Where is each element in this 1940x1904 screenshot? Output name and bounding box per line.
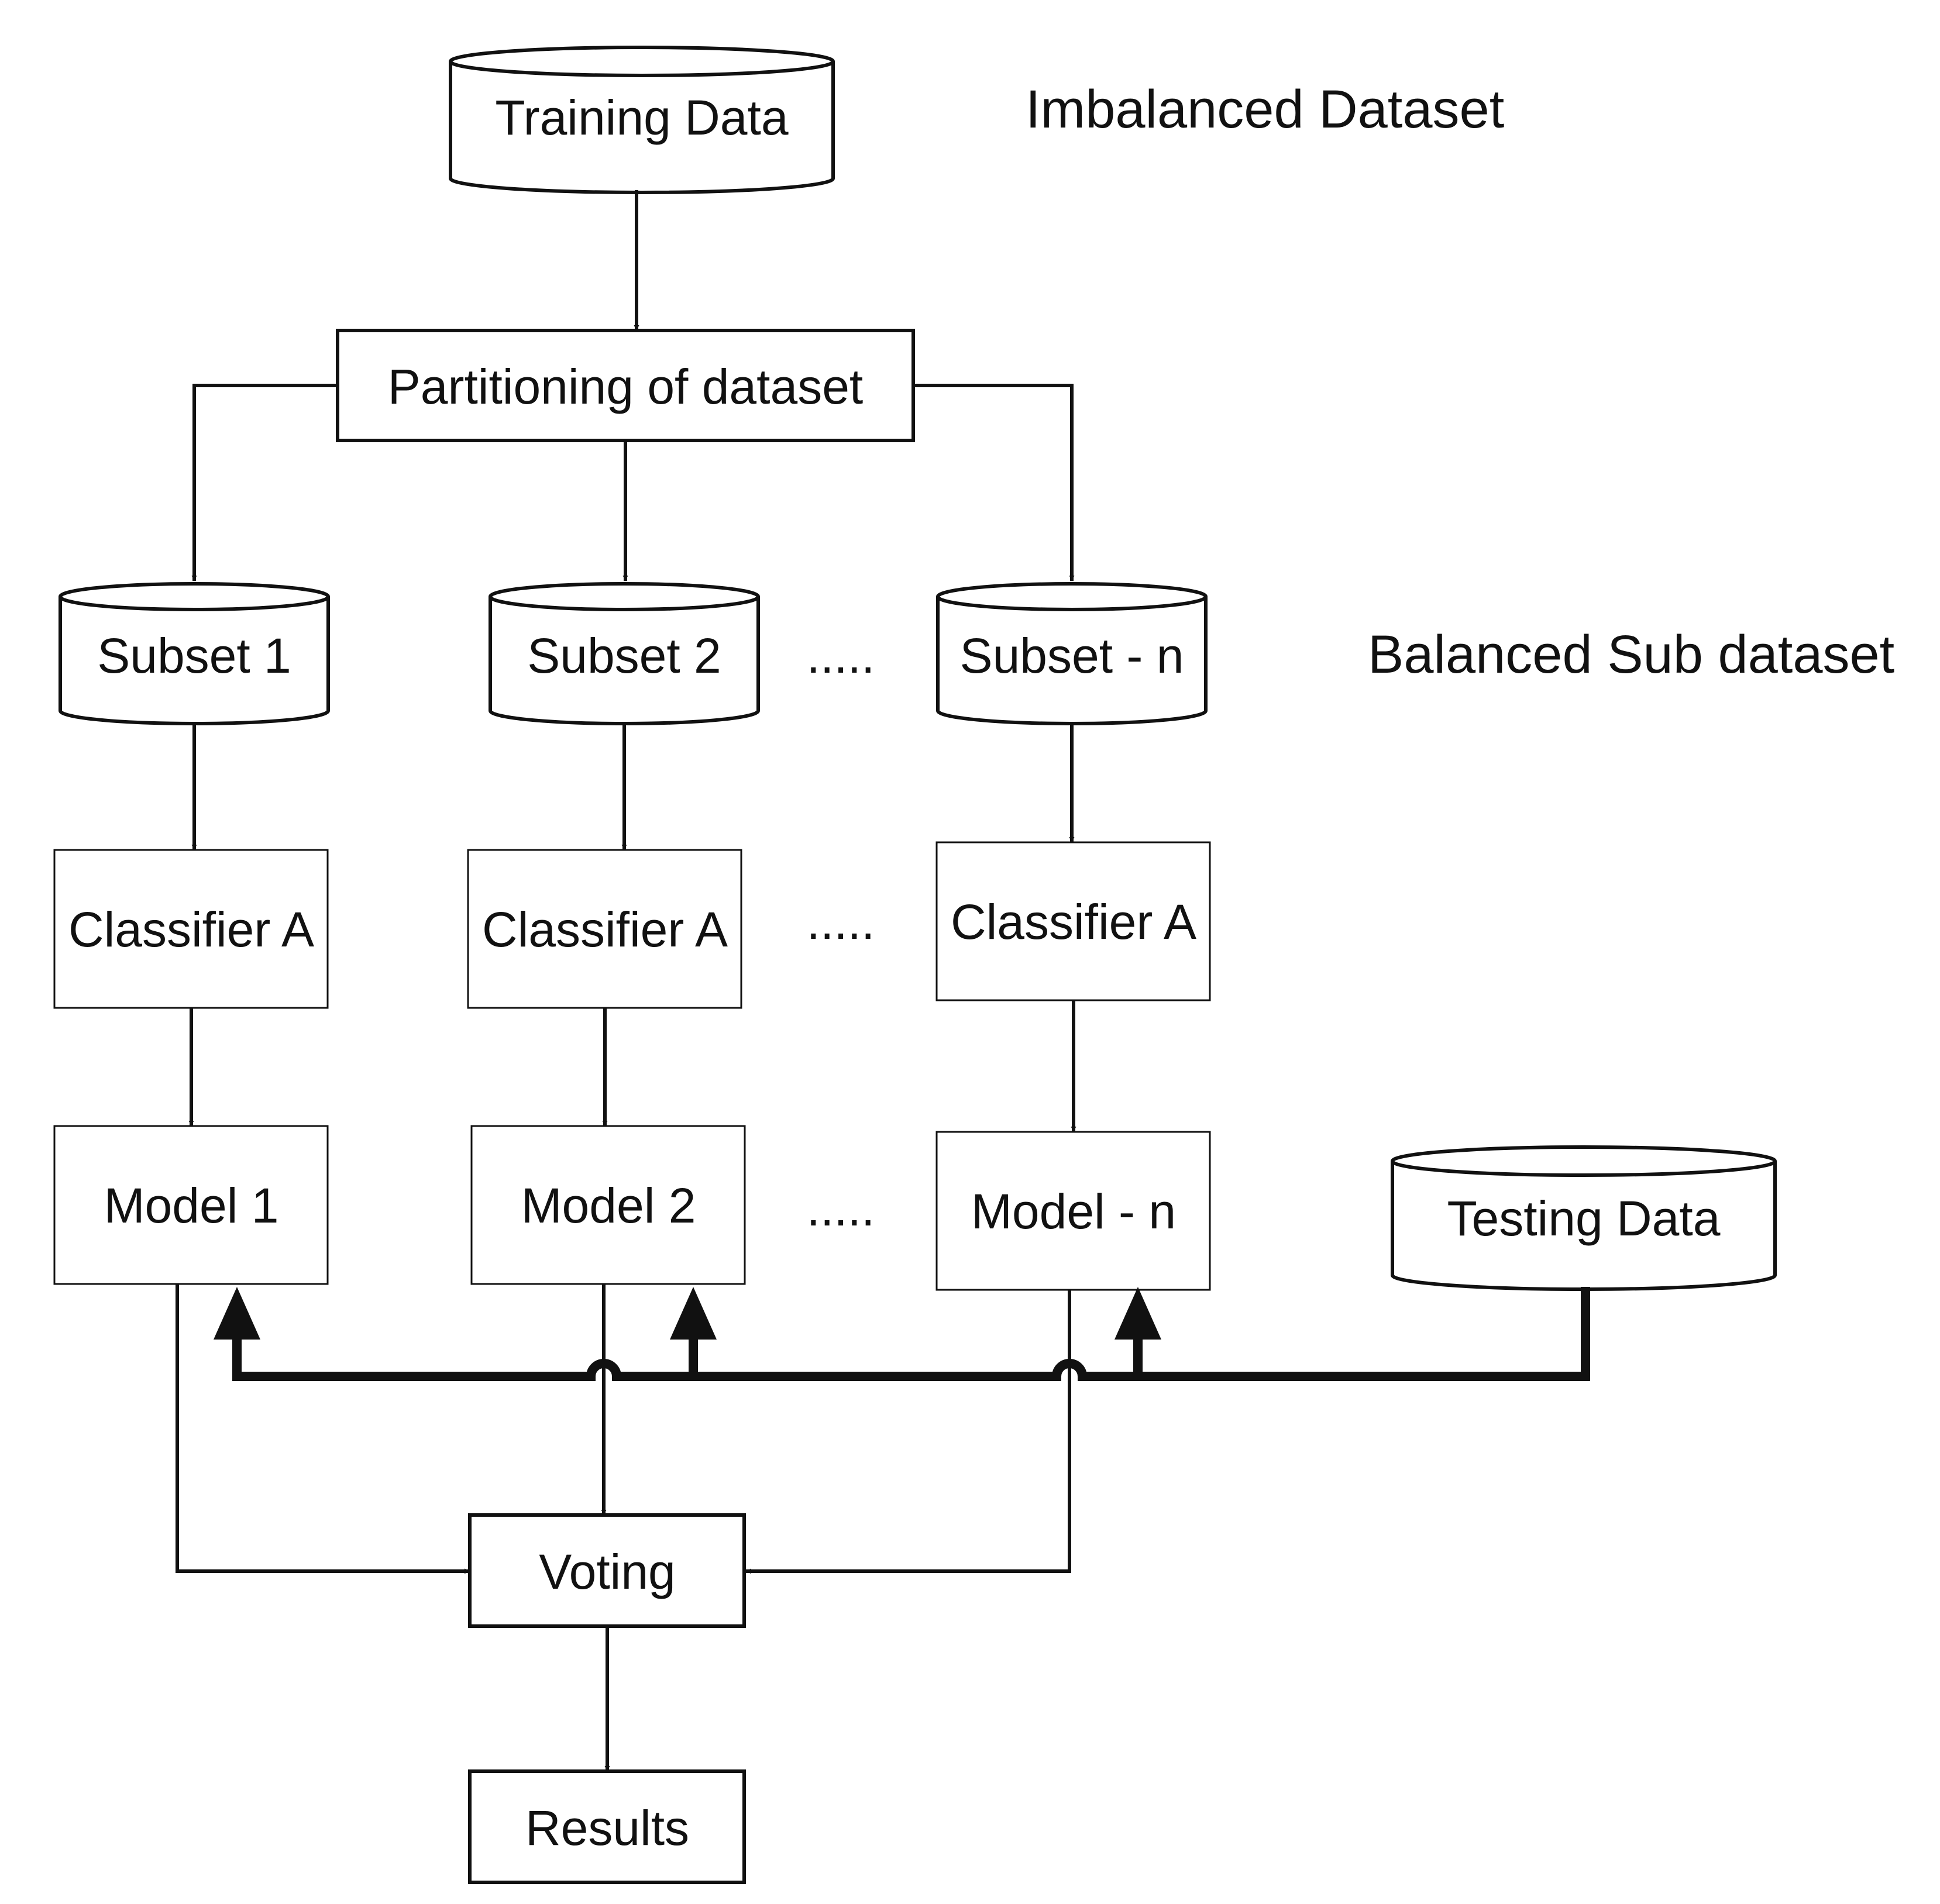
subset-ellipsis: ..... xyxy=(807,628,875,683)
subset-2-label: Subset 2 xyxy=(527,628,721,683)
subset-2-cylinder: Subset 2 xyxy=(489,582,760,725)
bus-arrow-model-1 xyxy=(214,1287,260,1340)
testing-data-label: Testing Data xyxy=(1447,1191,1721,1246)
bus-arrow-model-2 xyxy=(670,1287,717,1340)
subset-n-cylinder: Subset - n xyxy=(936,582,1208,725)
bus-arrow-model-n xyxy=(1115,1287,1161,1340)
model-ellipsis: ..... xyxy=(807,1181,875,1236)
partitioning-box: Partitioning of dataset xyxy=(336,329,915,442)
voting-box: Voting xyxy=(468,1513,746,1628)
arrow-model-n-to-voting xyxy=(746,1290,1071,1574)
testing-data-cylinder: Testing Data xyxy=(1391,1145,1777,1291)
classifier-1-label: Classifier A xyxy=(68,902,314,957)
classifier-n-box: Classifier A xyxy=(935,841,1211,1001)
classifier-n-label: Classifier A xyxy=(951,894,1196,949)
partitioning-label: Partitioning of dataset xyxy=(388,359,864,414)
model-1-label: Model 1 xyxy=(104,1178,279,1233)
balanced-sub-dataset-annotation: Balanced Sub dataset xyxy=(1368,625,1894,684)
training-data-cylinder: Training Data xyxy=(449,46,835,194)
arrow-partition-to-subset-1 xyxy=(191,384,338,581)
model-n-label: Model - n xyxy=(971,1184,1176,1239)
results-label: Results xyxy=(525,1800,689,1855)
classifier-ellipsis: ..... xyxy=(807,894,875,949)
voting-label: Voting xyxy=(539,1544,676,1599)
arrow-model-1-to-voting xyxy=(176,1284,470,1574)
model-2-label: Model 2 xyxy=(521,1178,696,1233)
arrow-partition-to-subset-n xyxy=(913,384,1075,581)
classifier-1-box: Classifier A xyxy=(53,849,329,1009)
subset-n-label: Subset - n xyxy=(960,628,1184,683)
imbalanced-dataset-annotation: Imbalanced Dataset xyxy=(1026,80,1504,139)
model-2-box: Model 2 xyxy=(470,1125,746,1285)
model-1-box: Model 1 xyxy=(53,1125,329,1285)
subset-1-label: Subset 1 xyxy=(97,628,291,683)
testing-data-bus xyxy=(232,1287,1590,1381)
model-n-box: Model - n xyxy=(935,1131,1211,1291)
results-box: Results xyxy=(468,1769,746,1884)
subset-1-cylinder: Subset 1 xyxy=(59,582,330,725)
classifier-2-label: Classifier A xyxy=(482,902,728,957)
classifier-2-box: Classifier A xyxy=(467,849,742,1009)
training-data-label: Training Data xyxy=(495,90,788,145)
